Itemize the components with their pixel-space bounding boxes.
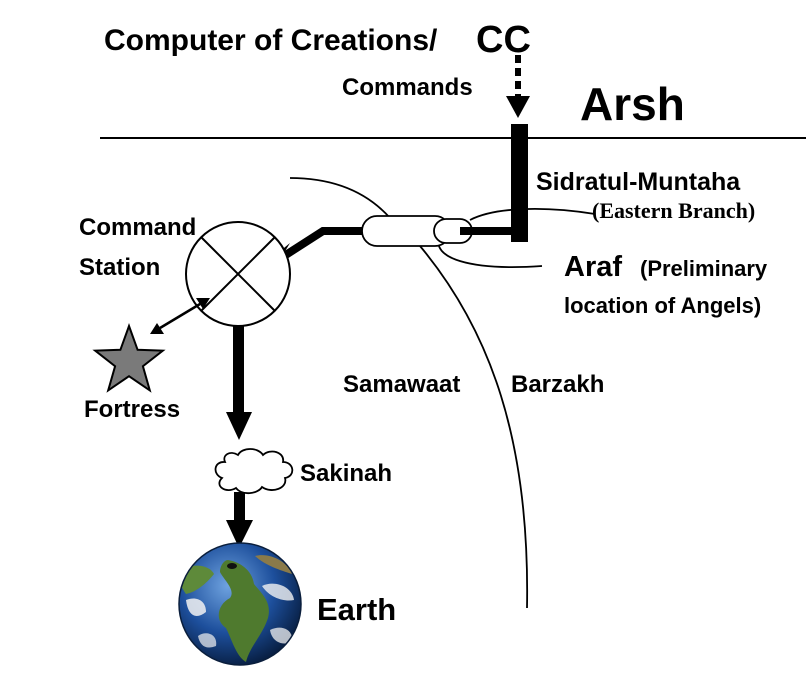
- sakinah-to-earth-arrowhead: [226, 520, 253, 548]
- command-label: Command: [79, 214, 196, 241]
- station-label: Station: [79, 254, 160, 281]
- fortress-link-arrowhead-start: [150, 323, 164, 334]
- commands-arrowhead: [506, 96, 530, 118]
- sidratul-muntaha-label: Sidratul-Muntaha: [536, 168, 741, 196]
- sakinah-to-earth-shaft: [234, 492, 245, 522]
- araf-note-1: (Preliminary: [640, 256, 768, 281]
- title-computer-of-creations: Computer of Creations/: [104, 24, 438, 57]
- upper-arc: [289, 177, 391, 219]
- earth-globe-icon: [178, 542, 302, 666]
- araf-label: Araf: [564, 251, 622, 283]
- command-station-cross-b: [200, 236, 276, 312]
- eastern-branch-label: (Eastern Branch): [592, 198, 755, 223]
- sakinah-label: Sakinah: [300, 460, 392, 487]
- fortress-star-icon: [92, 323, 166, 393]
- commands-label: Commands: [342, 74, 473, 101]
- title-cc: CC: [476, 19, 531, 61]
- araf-note-2: location of Angels): [564, 293, 761, 318]
- sakinah-cloud-icon: [214, 448, 294, 495]
- command-feed-line: [278, 227, 362, 262]
- fortress-link-line: [159, 302, 201, 330]
- barzakh-boundary-curve: [419, 245, 529, 609]
- barzakh-label: Barzakh: [511, 371, 604, 398]
- station-to-sakinah-shaft: [233, 326, 244, 414]
- sidratul-curve: [469, 208, 596, 221]
- arsh-label: Arsh: [580, 78, 685, 130]
- fortress-link-arrowhead-end: [196, 298, 210, 309]
- fortress-label: Fortress: [84, 396, 180, 423]
- station-to-sakinah-arrowhead: [226, 412, 252, 440]
- samawaat-label: Samawaat: [343, 371, 460, 398]
- earth-label: Earth: [317, 592, 396, 627]
- sidratul-bar: [511, 124, 528, 242]
